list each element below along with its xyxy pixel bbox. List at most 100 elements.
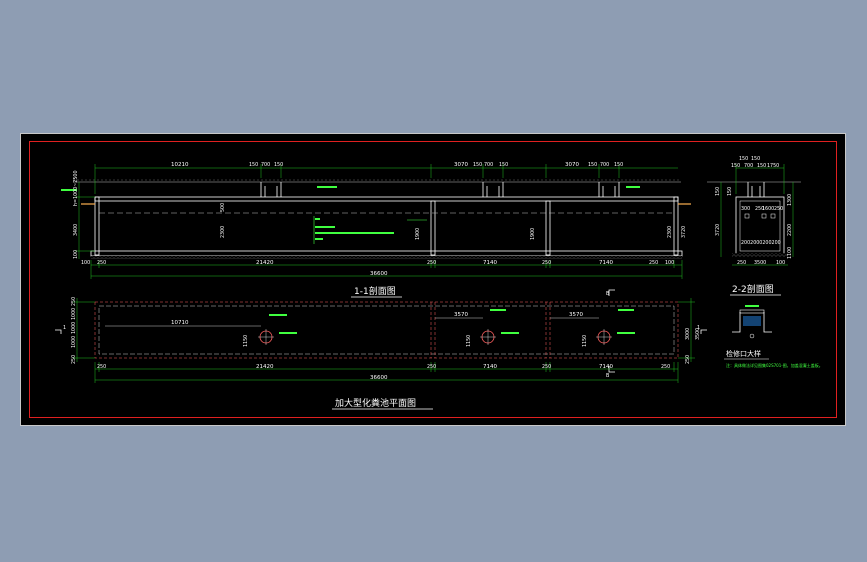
dim-b250d: 250 [649,260,658,266]
plan-b7140b: 7140 [599,364,613,370]
pipe-openings [744,213,776,219]
base-slab [90,250,683,257]
manhole-fill [743,316,761,326]
section-2-2-dim-lines [720,164,794,266]
manhole-shaft-1 [260,182,282,197]
plan-manhole-crosshairs [258,329,612,345]
dim22-left-150b: 150 [727,187,733,196]
dim22-150b: 150 [751,156,760,162]
dim22-150d: 150 [757,163,766,169]
manhole-shafts [260,182,620,197]
dim-b7140a: 7140 [483,260,497,266]
dim-3720: 3720 [681,226,687,238]
plan-right-3000: 3000 [685,328,691,340]
dim22-b3500: 3500 [754,260,766,266]
dim-b7140b: 7140 [599,260,613,266]
dim22-300: 300 [741,206,750,212]
dim22-250b: 250 [774,206,783,212]
plan-b21420: 21420 [256,364,274,370]
plan-dim-3570a: 3570 [454,312,468,318]
dim-1900a: 1900 [415,228,421,240]
partition-wall-1 [430,200,436,256]
manhole-detail: 检修口大样 注：具体做法详见图集02S701-图，加盖混凝土盖板。 [724,305,823,368]
dim-b250c: 250 [542,260,551,266]
section-1-1-top-dim-lines [94,164,678,194]
dim22-left-3720: 3720 [715,224,721,236]
annotation-notes [61,186,640,244]
dim22-1750: 1750 [767,163,779,169]
manhole-detail-note: 注：具体做法详见图集02S701-图，加盖混凝土盖板。 [726,362,823,368]
dim-b250a: 250 [97,260,106,266]
dim-b21420: 21420 [256,260,274,266]
drawing-sheet: 10210 150 700 150 3070 150 700 150 3070 … [20,133,846,426]
dim-3400: 3400 [73,224,79,236]
manhole-cover [739,309,765,314]
cad-drawing-canvas: 10210 150 700 150 3070 150 700 150 3070 … [55,156,823,410]
plan-right-dim-lines [678,298,695,362]
plan-right-250: 250 [685,355,691,364]
manhole-shaft-3 [598,182,620,197]
dim-3070b: 3070 [565,162,579,168]
dim22-right-1300: 1300 [787,194,793,206]
dim-700c: 700 [600,162,609,168]
plan-dim-1150b: 1150 [466,335,472,347]
dim-total-36600: 36600 [370,271,388,277]
dim22-250a: 250 [755,206,764,212]
dim-700a: 700 [261,162,270,168]
dim22-left-150a: 150 [715,187,721,196]
dim-h-range: h=1000~2500 [73,171,79,207]
manhole-shaft-section [747,182,765,197]
plan-b250a: 250 [97,364,106,370]
dim-700b: 700 [484,162,493,168]
dim-150b: 150 [274,162,283,168]
dim22-150a: 150 [739,156,748,162]
dim-100-left: 100 [73,250,79,259]
gravel-bedding-2 [732,253,788,257]
drawing-frame [29,141,837,418]
section-1-1-left-dim-lines [75,182,95,259]
manhole-detail-walls [732,312,772,333]
top-slab [94,196,679,202]
plan-left-250b: 250 [71,355,77,364]
plan-total-36600: 36600 [370,375,388,381]
section-1-1-title: 1-1剖面图 [354,285,396,297]
section-mark-1-right: 1 [697,325,700,331]
plan-b250d: 250 [661,364,670,370]
plan-left-1000a: 1000 [71,308,77,320]
plan-dim-1150c: 1150 [582,335,588,347]
plan-dim-1150a: 1150 [243,335,249,347]
dim-150d: 150 [499,162,508,168]
plan-annotations [269,309,635,334]
dim22-right-1100: 1100 [787,247,793,259]
dim22-right-2200: 2200 [787,224,793,236]
section-mark-b-top: B [606,291,609,297]
manhole-detail-marker [749,333,755,339]
tank-inner [739,200,781,252]
section-mark-b-bottom: B [606,373,609,379]
dim-3070a: 3070 [454,162,468,168]
plan-view: 10710 3570 3570 1150 1150 1150 1 1 B B [55,289,707,410]
section-2-2: 150 150 150 700 150 1750 300 250 1600 25… [707,156,801,296]
dim22-b250: 250 [737,260,746,266]
left-wall [94,196,100,256]
section-mark-1-left: 1 [63,325,66,331]
section-cut-marks [55,289,707,373]
section-1-1: 10210 150 700 150 3070 150 700 150 3070 … [61,162,691,298]
dim-b100a: 100 [81,260,90,266]
dim-1900b: 1900 [530,228,536,240]
partition-wall-2 [545,200,551,256]
dim-10210: 10210 [171,162,189,168]
dim-b250b: 250 [427,260,436,266]
plan-outline [94,301,679,359]
dim22-b100: 100 [776,260,785,266]
plan-left-dim-lines [73,298,95,362]
tank-cross-section [735,196,785,256]
plan-dim-10710: 10710 [171,320,189,326]
dim-b100b: 100 [665,260,674,266]
dim22-700: 700 [744,163,753,169]
dim22-150c: 150 [731,163,740,169]
right-wall [673,196,679,256]
plan-title: 加大型化粪池平面图 [335,397,416,409]
section-2-2-title: 2-2剖面图 [732,283,774,295]
dim-2300b: 2300 [667,226,673,238]
